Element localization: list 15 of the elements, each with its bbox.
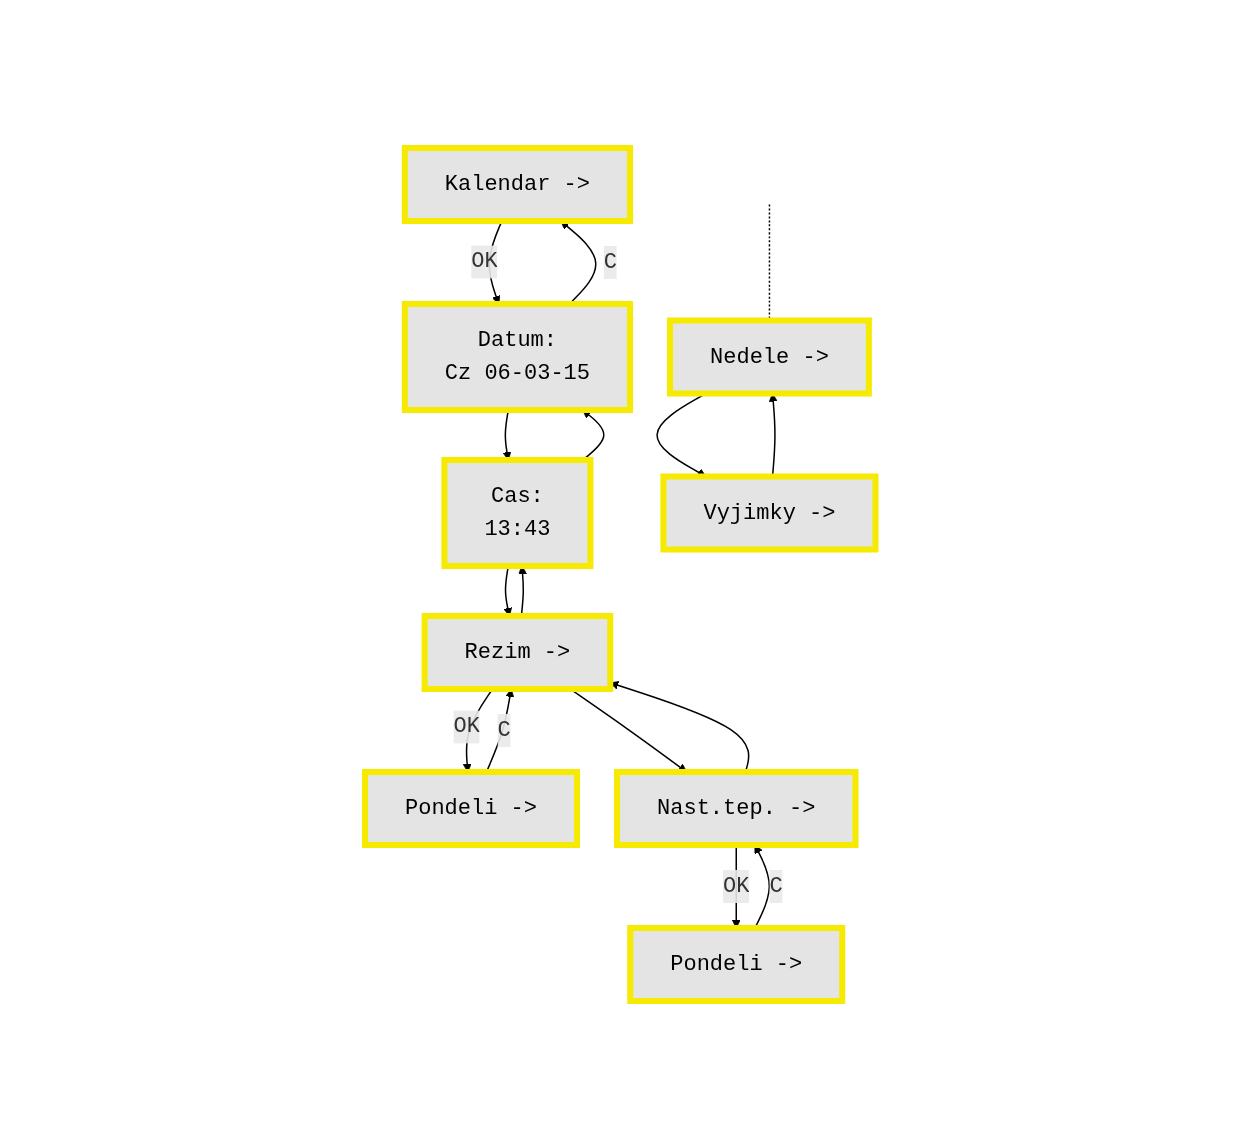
edge-label: C bbox=[603, 249, 618, 275]
node-box: Cas: 13:43 bbox=[441, 456, 594, 569]
node-box: Kalendar -> bbox=[402, 144, 634, 224]
node-box: Pondeli -> bbox=[627, 924, 846, 1004]
node-box: Vyjimky -> bbox=[660, 473, 879, 552]
node-box: Datum: Cz 06-03-15 bbox=[402, 300, 634, 413]
edge-label: C bbox=[497, 717, 511, 743]
node-box: Nast.tep. -> bbox=[614, 768, 859, 848]
node-box: Nedele -> bbox=[667, 317, 873, 396]
node-box: Pondeli -> bbox=[362, 768, 581, 848]
edge-label: OK bbox=[723, 873, 750, 899]
edge-label: C bbox=[769, 873, 783, 899]
node-box: Rezim -> bbox=[421, 612, 614, 692]
edge-label: OK bbox=[453, 713, 481, 739]
edge-label: OK bbox=[471, 248, 498, 274]
